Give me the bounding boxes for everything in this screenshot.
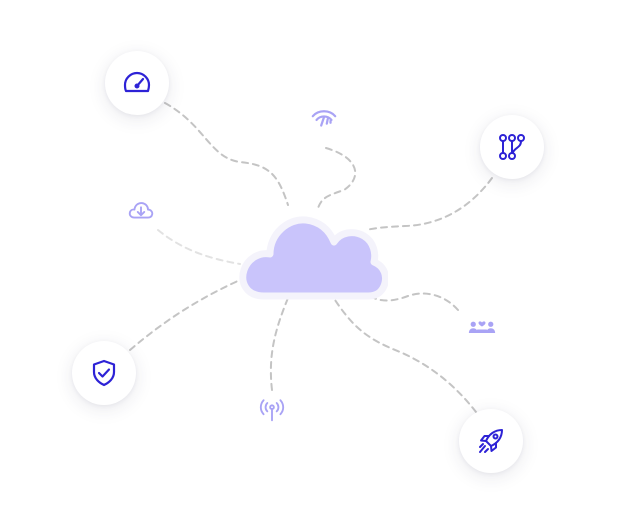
node-security[interactable] [72,341,136,405]
connector-broadcast [269,297,289,391]
shield-check-icon [92,359,116,387]
team-heart-icon [468,321,496,333]
cloud-download [126,196,156,226]
node-workflow[interactable] [480,115,544,179]
node-launch[interactable] [459,409,523,473]
connector-cloud-download [157,229,241,265]
connector-performance [164,102,289,206]
signal-icon [311,110,337,127]
workflow-icon [499,134,525,160]
connector-signal [317,147,357,209]
connector-team [369,292,459,311]
broadcast [257,395,287,425]
rocket-icon [479,429,503,453]
broadcast-antenna-icon [259,399,285,422]
node-performance[interactable] [105,51,169,115]
cloud-download-icon [128,202,154,219]
signal [309,104,339,134]
speedometer-icon [123,71,151,93]
connector-launch [334,299,477,413]
cloud-icon [239,216,390,300]
team-love [466,312,498,340]
cloud-hub [236,204,390,300]
connector-workflow [365,177,493,231]
connector-security [129,279,241,351]
